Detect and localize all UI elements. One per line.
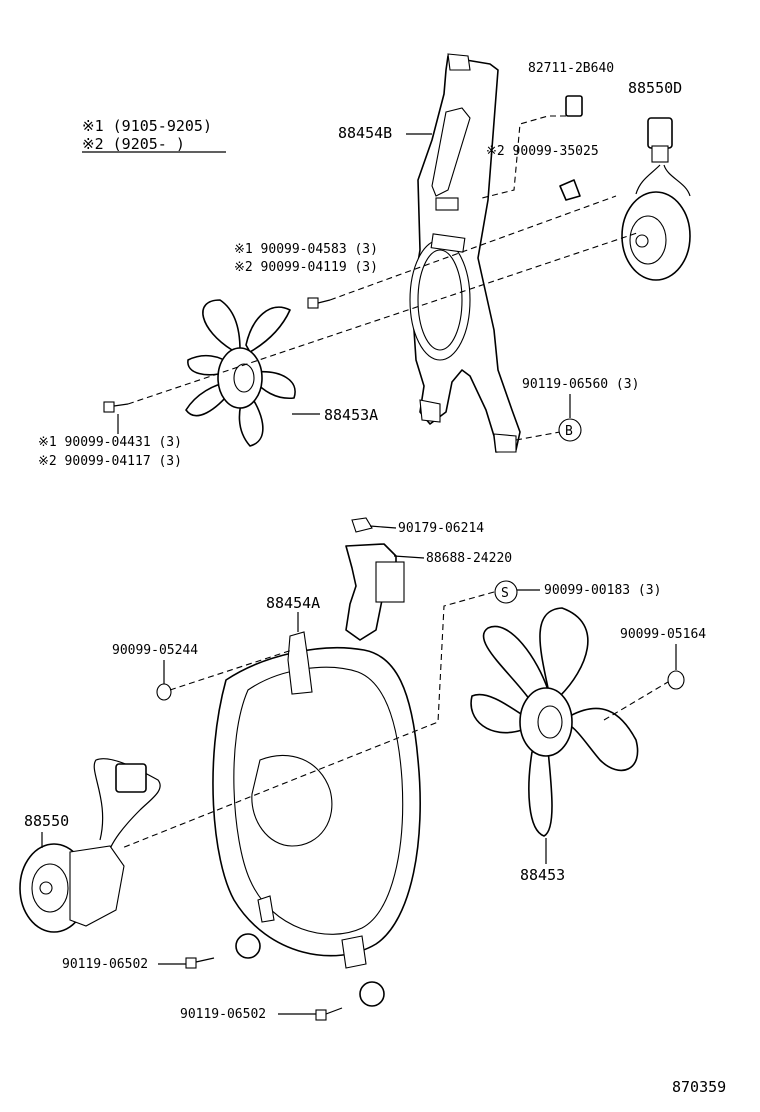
legend-line-2: ※2 (9205- ) xyxy=(82,135,185,153)
diagram-number: 870359 xyxy=(672,1078,726,1096)
leader-s xyxy=(121,591,495,849)
clamp-90099-35025[interactable] xyxy=(559,179,581,201)
label-90099-05164: 90099-05164 xyxy=(620,627,706,642)
bolt-90099-04583[interactable] xyxy=(307,297,331,309)
label-88453A: 88453A xyxy=(324,406,378,424)
label-90119-06502-b: 90119-06502 xyxy=(180,1007,266,1022)
shroud-bracket-88454B[interactable] xyxy=(409,53,521,453)
label-88550D: 88550D xyxy=(628,79,682,97)
bolt-90119-06502-a[interactable] xyxy=(185,957,215,969)
callout-s: S xyxy=(501,586,509,601)
label-88550: 88550 xyxy=(24,812,69,830)
label-90119-06560: 90119-06560 (3) xyxy=(522,377,639,392)
label-88688-24220: 88688-24220 xyxy=(426,551,512,566)
label-88453: 88453 xyxy=(520,866,565,884)
bolt-90099-04431[interactable] xyxy=(103,401,129,413)
bracket-88688-24220[interactable] xyxy=(345,543,405,641)
fan-88453[interactable] xyxy=(470,607,639,837)
leader-upper-2 xyxy=(127,231,641,405)
fan-motor-88550D[interactable] xyxy=(621,117,691,281)
clip-82711-2B640[interactable] xyxy=(565,95,583,117)
leader-upper-1 xyxy=(329,195,617,301)
fan-motor-88550[interactable] xyxy=(19,758,161,933)
nut-90099-05244[interactable] xyxy=(156,683,172,701)
bolt-90119-06502-b[interactable] xyxy=(315,1007,343,1021)
label-90099-04583: ※1 90099-04583 (3) xyxy=(234,242,378,257)
label-90099-04117: ※2 90099-04117 (3) xyxy=(38,454,182,469)
label-90099-35025: ※2 90099-35025 xyxy=(486,144,599,159)
label-82711-2B640: 82711-2B640 xyxy=(528,61,614,76)
grommet-b[interactable] xyxy=(359,981,385,1007)
label-90099-04431: ※1 90099-04431 (3) xyxy=(38,435,182,450)
label-90099-04119: ※2 90099-04119 (3) xyxy=(234,260,378,275)
label-88454A: 88454A xyxy=(266,594,320,612)
label-90099-05244: 90099-05244 xyxy=(112,643,198,658)
grommet-a[interactable] xyxy=(235,933,261,959)
label-90119-06502-a: 90119-06502 xyxy=(62,957,148,972)
label-90099-00183: 90099-00183 (3) xyxy=(544,583,661,598)
legend-line-1: ※1 (9105-9205) xyxy=(82,117,212,135)
callout-s-circle xyxy=(494,580,518,604)
leader-b xyxy=(515,431,561,441)
leader-05244 xyxy=(169,649,293,691)
nut-90179-06214[interactable] xyxy=(351,517,373,533)
shroud-88454A[interactable] xyxy=(212,631,421,969)
label-90179-06214: 90179-06214 xyxy=(398,521,484,536)
nut-90099-05164[interactable] xyxy=(667,670,685,690)
leader-05164 xyxy=(603,681,669,721)
label-88454B: 88454B xyxy=(338,124,392,142)
leader-90179 xyxy=(369,525,397,529)
callout-b-circle xyxy=(558,418,582,442)
fan-88453A[interactable] xyxy=(185,299,296,447)
leader-clip xyxy=(481,115,576,199)
leader-88688 xyxy=(393,555,425,559)
callout-b: B xyxy=(565,424,573,439)
